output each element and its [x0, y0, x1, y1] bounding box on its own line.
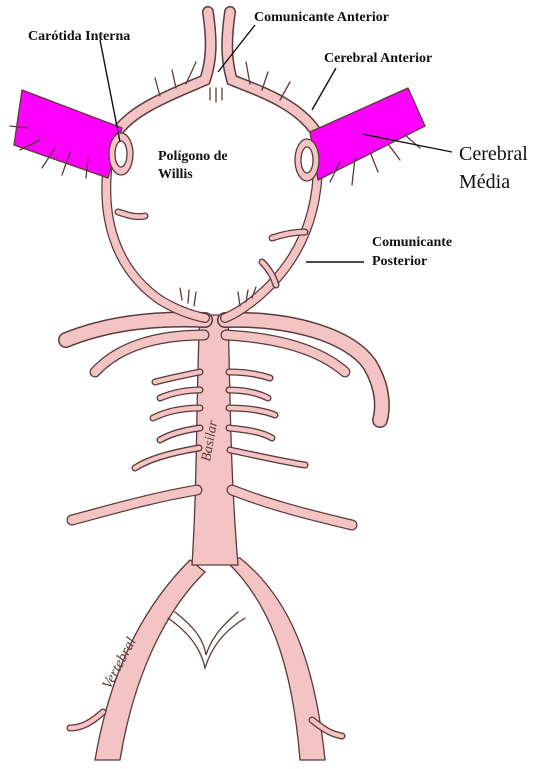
label-poligono-de-willis-1: Polígono de — [158, 149, 228, 164]
label-comunicante-posterior-2: Posterior — [372, 254, 427, 269]
label-cerebral-media-2: Média — [459, 171, 510, 193]
label-comunicante-anterior: Comunicante Anterior — [254, 10, 389, 25]
label-comunicante-posterior-1: Comunicante — [372, 235, 452, 250]
circle-ring — [106, 162, 318, 318]
label-carotida-interna: Carótida Interna — [28, 29, 130, 44]
label-poligono-de-willis-2: Willis — [158, 167, 193, 182]
vertebral-arteries — [70, 558, 342, 760]
anterior-cerebral — [115, 12, 318, 135]
middle-cerebral-arteries — [10, 88, 425, 185]
middle-cerebral-right — [310, 88, 425, 180]
label-cerebral-media-1: Cerebral — [459, 143, 528, 165]
middle-cerebral-left — [14, 90, 122, 178]
label-cerebral-anterior: Cerebral Anterior — [324, 51, 432, 66]
